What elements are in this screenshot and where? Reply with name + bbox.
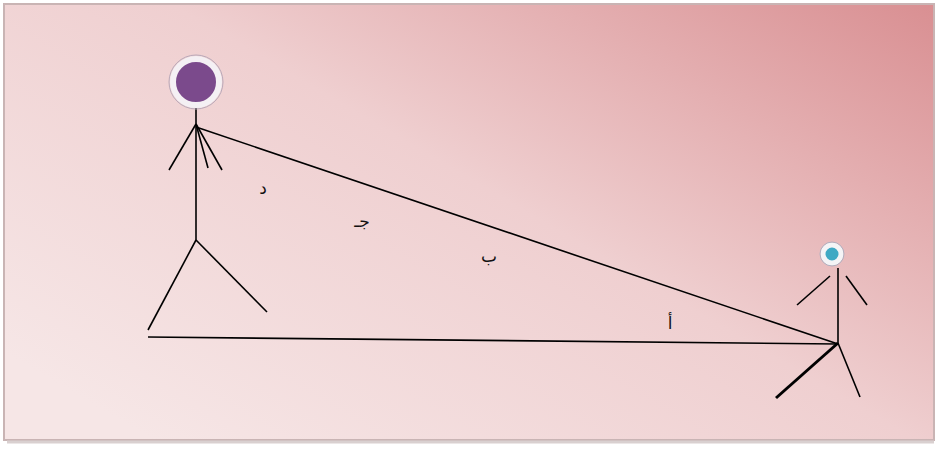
short-figure bbox=[776, 268, 867, 398]
angle-label: ب bbox=[481, 248, 497, 265]
short-figure-head bbox=[823, 245, 841, 263]
angle-label: أ bbox=[668, 315, 673, 332]
head-ring bbox=[169, 55, 223, 109]
head-ring bbox=[820, 242, 844, 266]
sight-line bbox=[196, 127, 838, 344]
background-panel bbox=[4, 4, 934, 440]
panel-shadow bbox=[7, 441, 934, 444]
angle-label: د bbox=[259, 180, 267, 197]
tall-figure bbox=[148, 108, 267, 330]
tall-figure-head bbox=[173, 59, 219, 105]
angle-label: جـ bbox=[354, 213, 370, 230]
ground-line bbox=[148, 337, 838, 344]
